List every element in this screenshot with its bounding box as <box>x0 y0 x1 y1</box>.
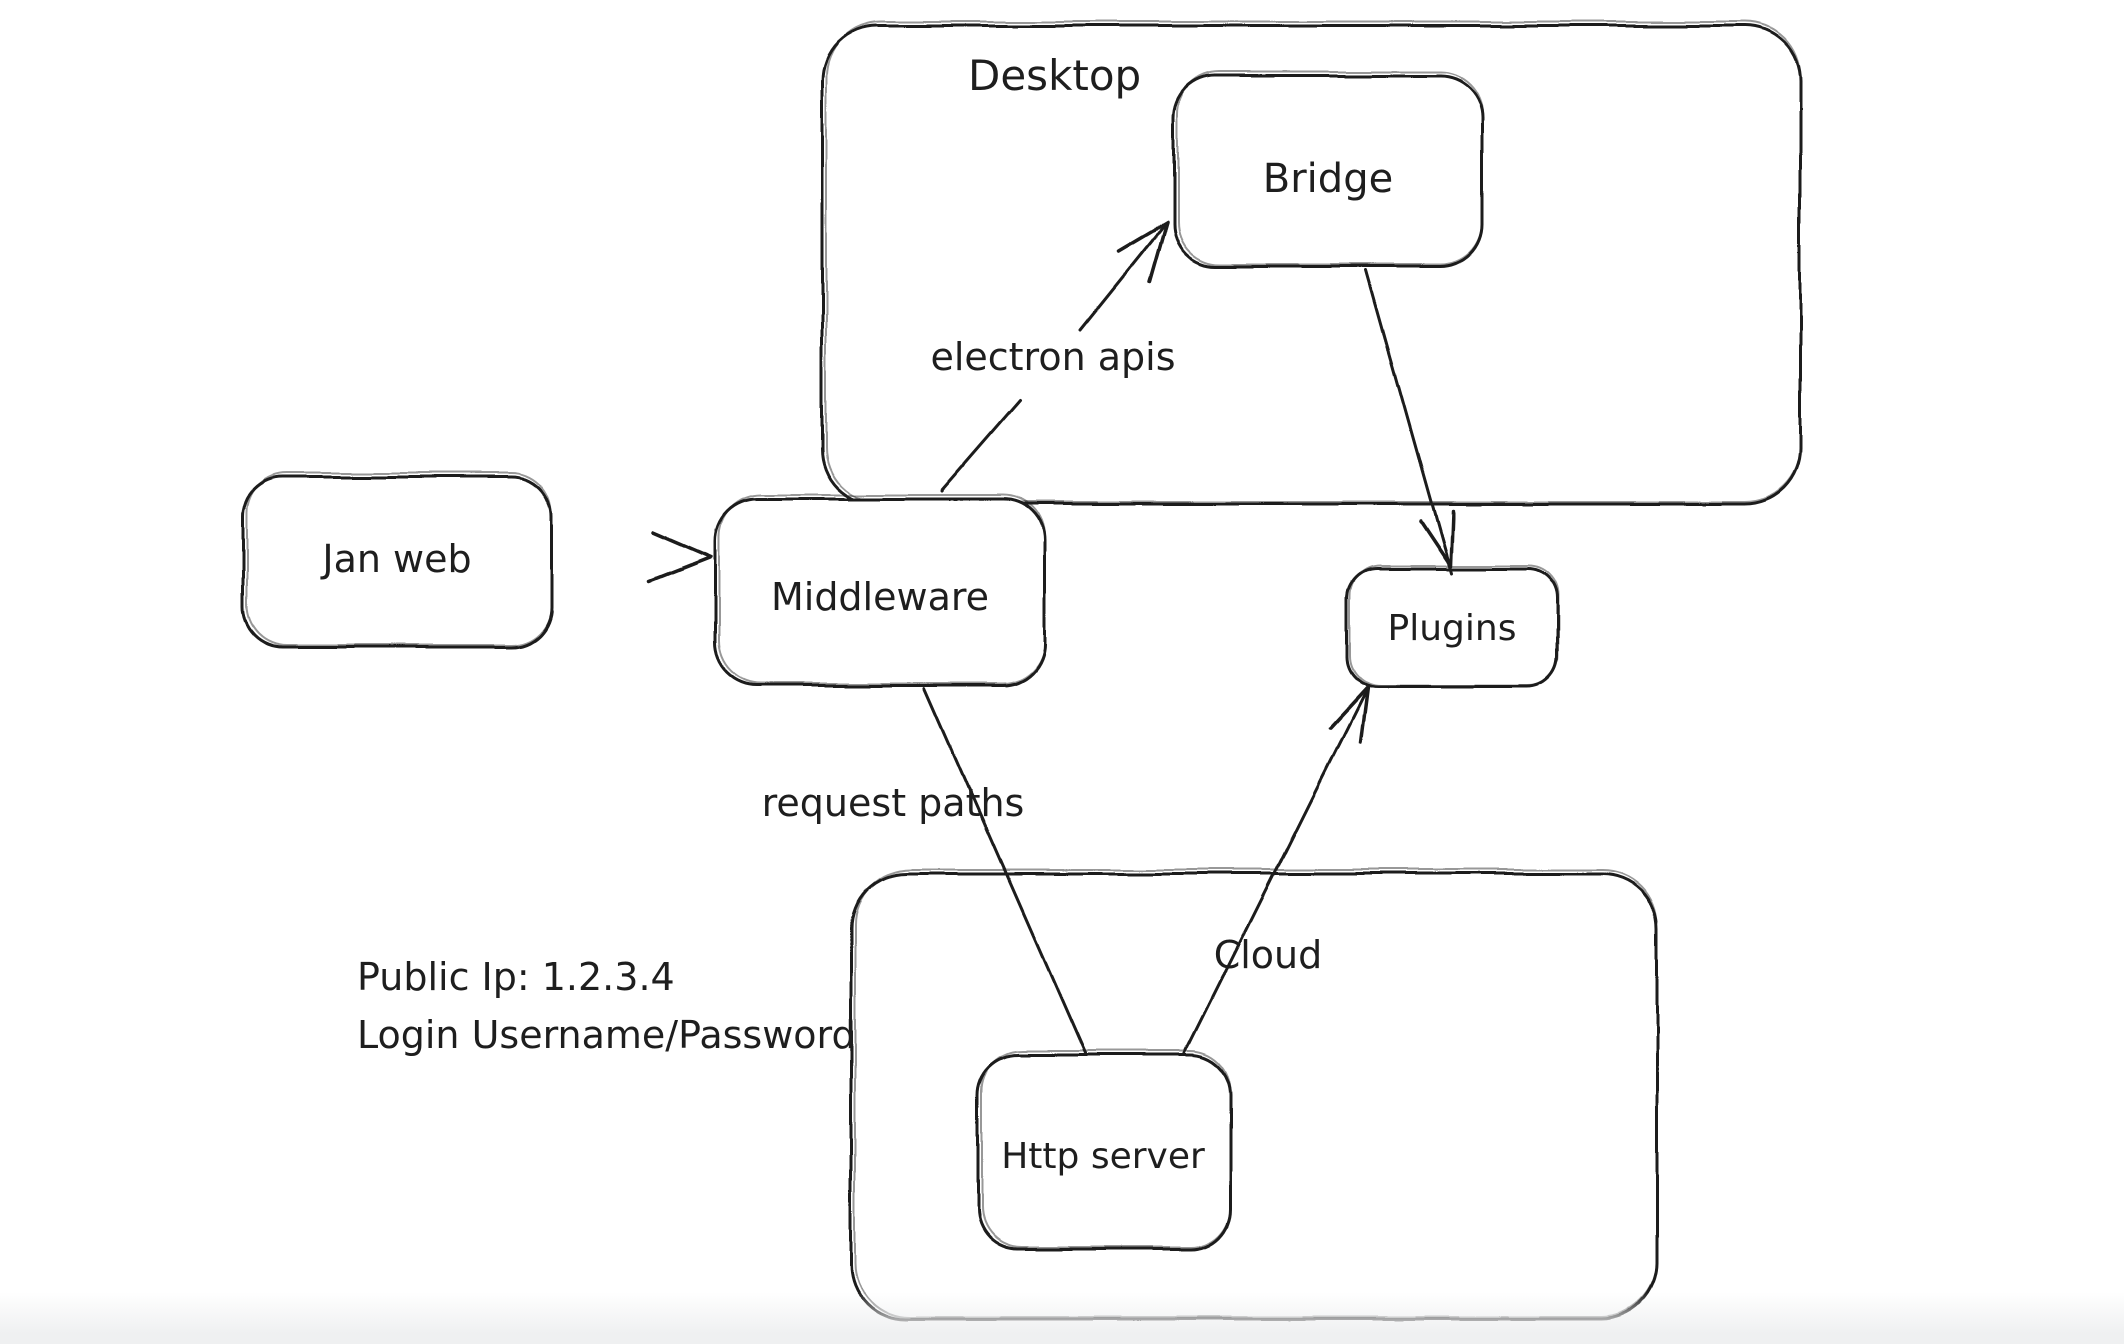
container-desktop-label: Desktop <box>968 51 1141 100</box>
arrowhead-into-bridge <box>1116 220 1169 284</box>
node-middleware[interactable]: Middleware <box>713 494 1047 687</box>
arrowhead-into-middleware <box>648 530 713 583</box>
node-http-server[interactable]: Http server <box>976 1050 1233 1251</box>
edge-bridge-to-plugins[interactable] <box>1364 268 1454 575</box>
node-bridge[interactable]: Bridge <box>1172 71 1484 268</box>
edge-label-electron-apis: electron apis <box>930 335 1175 379</box>
note-credentials[interactable]: Public Ip: 1.2.3.4 Login Username/Passwo… <box>357 955 856 1057</box>
edge-label-request-paths: request paths <box>762 781 1025 825</box>
arrowhead-into-plugins-bottom <box>1328 685 1369 745</box>
edge-http-server-to-plugins[interactable] <box>1183 685 1369 1055</box>
node-jan-web[interactable]: Jan web <box>241 472 553 649</box>
node-middleware-label: Middleware <box>771 575 989 619</box>
node-plugins-label: Plugins <box>1388 608 1517 649</box>
edge-middleware-to-http-server[interactable]: request paths <box>762 686 1087 1055</box>
note-public-ip: Public Ip: 1.2.3.4 <box>357 955 675 999</box>
edge-middleware-to-bridge[interactable]: electron apis <box>930 220 1176 493</box>
edge-jan-web-to-middleware[interactable] <box>546 530 713 583</box>
node-bridge-label: Bridge <box>1263 156 1393 202</box>
container-cloud-label: Cloud <box>1214 933 1323 977</box>
node-jan-web-label: Jan web <box>320 537 471 581</box>
container-cloud[interactable]: Cloud <box>849 869 1659 1321</box>
note-login: Login Username/Password <box>357 1013 856 1057</box>
arrowhead-into-plugins-top <box>1418 509 1454 568</box>
node-http-server-label: Http server <box>1001 1136 1205 1177</box>
node-plugins[interactable]: Plugins <box>1345 565 1559 689</box>
